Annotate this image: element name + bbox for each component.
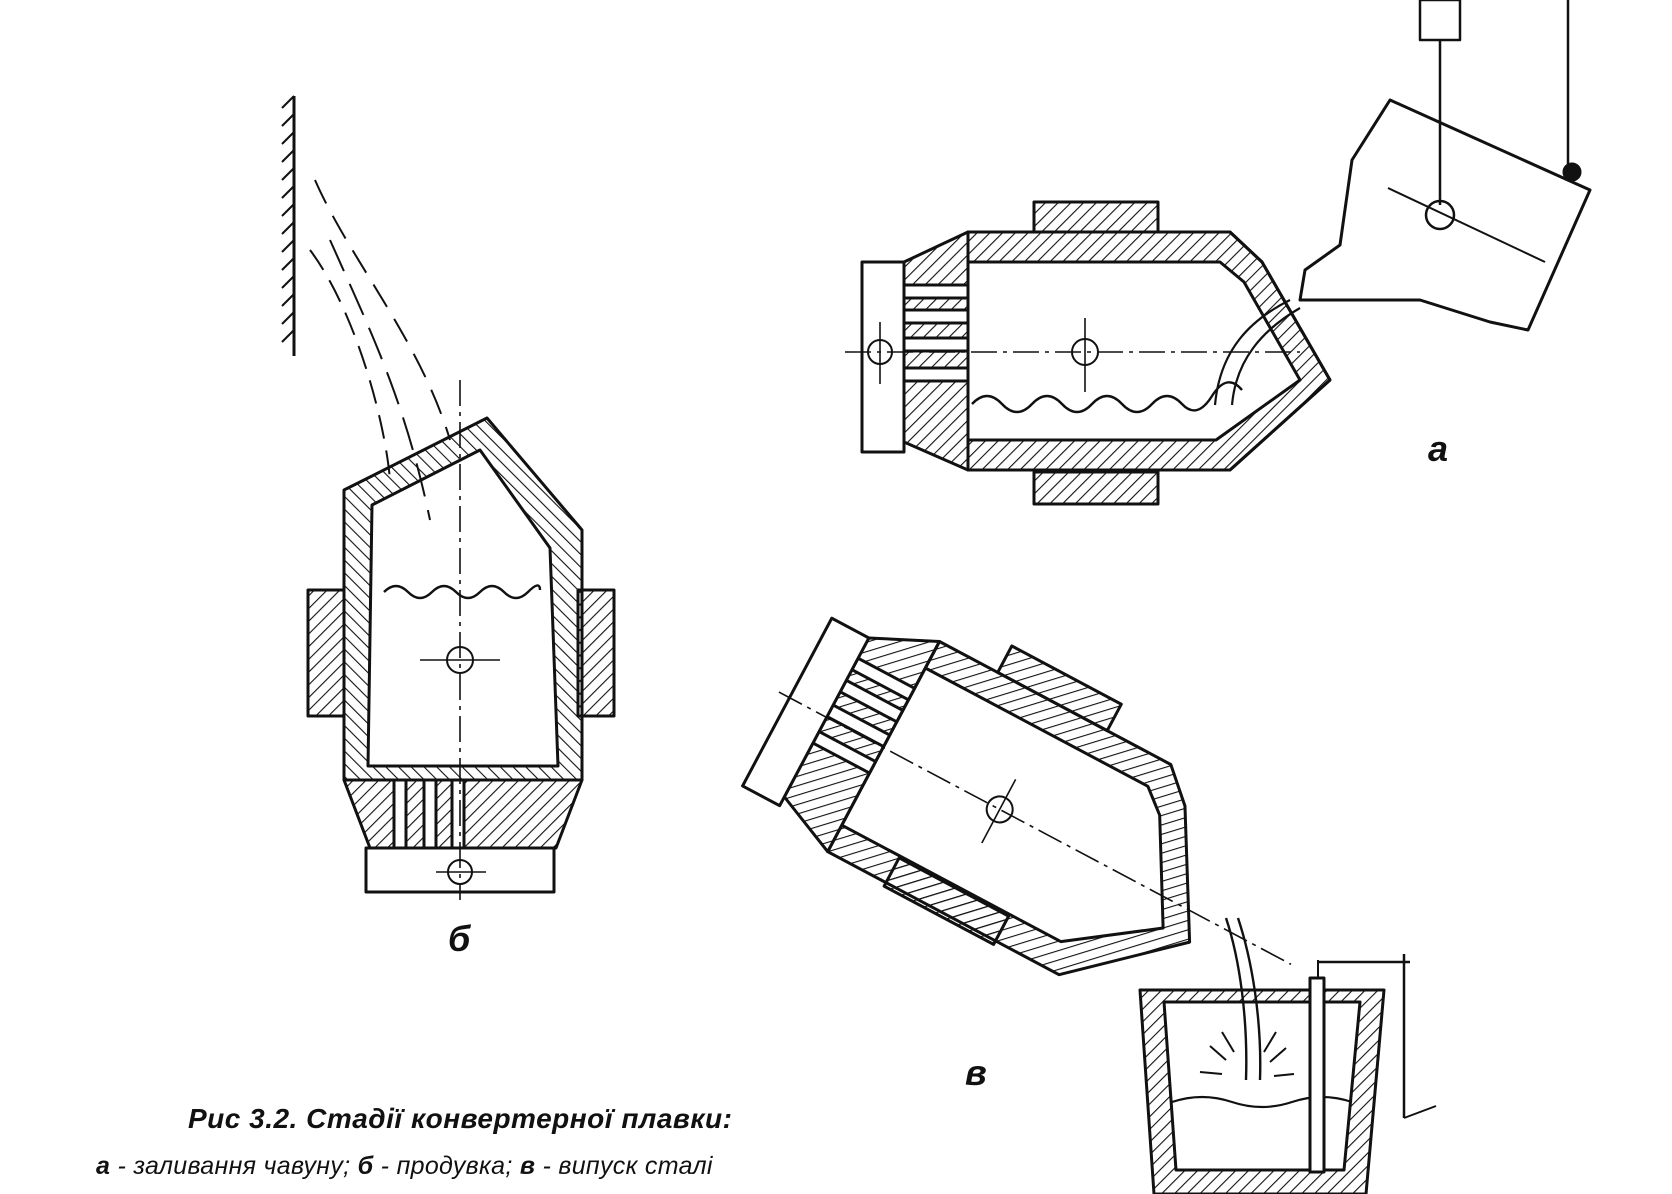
trunnion-ring-left xyxy=(306,588,346,718)
caption-text-v: випуск сталі xyxy=(558,1152,713,1180)
caption-text-a: заливання чавуну; xyxy=(133,1152,351,1180)
steel-ladle xyxy=(1138,988,1386,1194)
caption-text-b: продувка; xyxy=(396,1152,513,1180)
caption-key-b: б xyxy=(357,1152,374,1180)
label-a: а xyxy=(1428,428,1449,469)
caption-key-v: в xyxy=(519,1152,536,1180)
trunnion-ring-right xyxy=(576,588,616,718)
converter-a-pouring-iron xyxy=(845,0,1592,506)
caption-key-a: а xyxy=(96,1152,111,1180)
caption-sep-b: - xyxy=(373,1152,397,1180)
converter-b-blowing xyxy=(281,95,616,900)
trunnion-ring-bottom xyxy=(1032,470,1160,506)
splash-lines xyxy=(1199,1031,1295,1077)
tuyere-channels xyxy=(902,283,970,383)
converter-shell-outer xyxy=(966,230,1332,472)
caption-sep-a: - xyxy=(110,1152,134,1180)
converter-v-tapping xyxy=(741,616,1437,1194)
axis-line-v xyxy=(778,691,1292,966)
bottom-plate-v xyxy=(741,616,871,808)
metal-surface-b xyxy=(383,584,542,600)
metal-surface-a xyxy=(971,381,1243,414)
stopper-rod xyxy=(1308,976,1326,1174)
converter-shell-b xyxy=(342,416,584,782)
figure-caption-title: Рис 3.2. Стадії конвертерної плавки: xyxy=(188,1103,733,1134)
flame-lines xyxy=(314,179,451,441)
caption-sep-v: - xyxy=(535,1152,559,1180)
trunnion-ring-top xyxy=(1032,200,1160,234)
figure-caption-description: а - заливання чавуну; б - продувка; в - … xyxy=(96,1152,713,1181)
converter-lining xyxy=(966,230,1332,472)
iron-stream xyxy=(1213,299,1291,406)
label-v: в xyxy=(965,1052,987,1093)
label-b: б xyxy=(448,918,471,959)
